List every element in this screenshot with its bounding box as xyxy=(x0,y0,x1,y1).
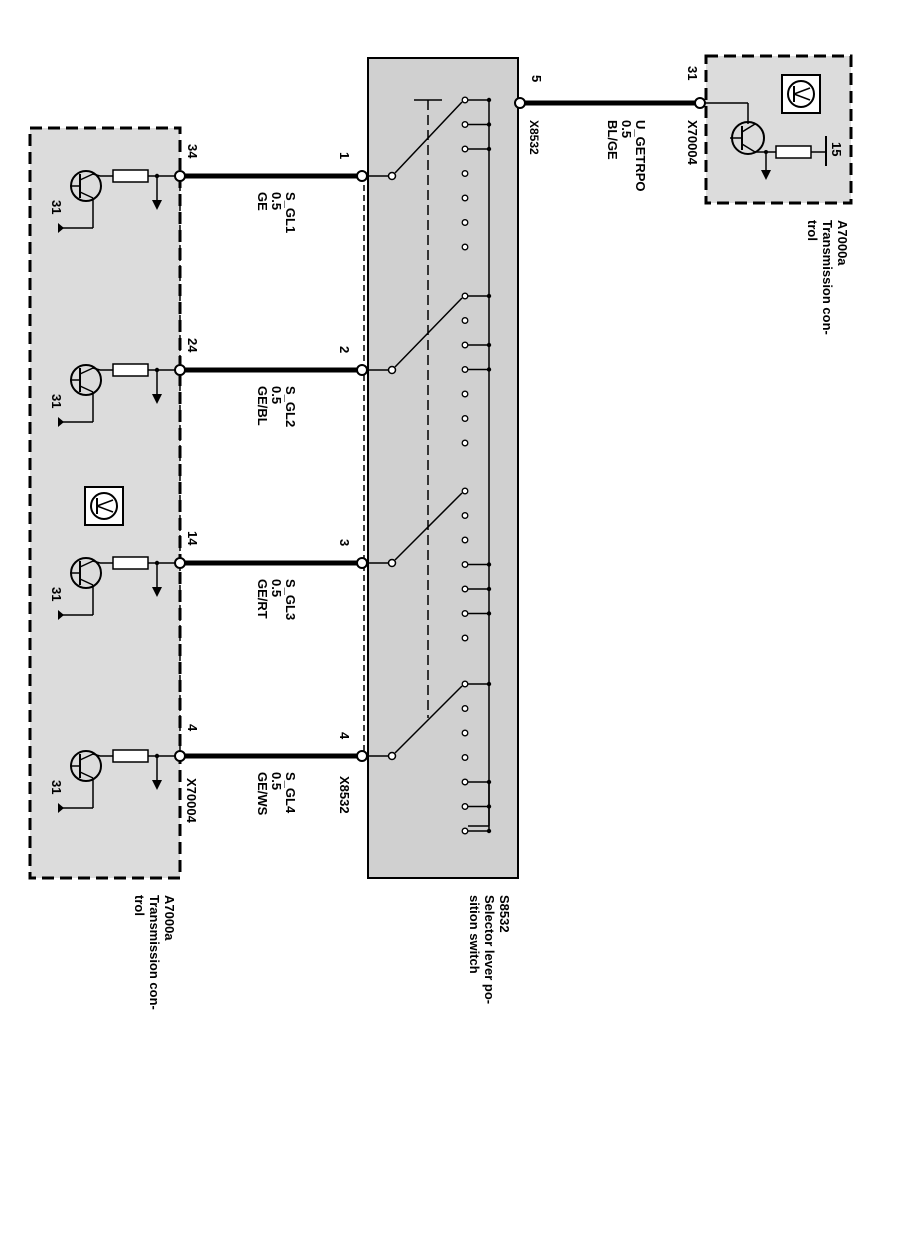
switch-pin-5-label: 5 xyxy=(529,75,544,82)
right-module-supply-pin: 15 xyxy=(829,142,844,156)
switch-terminal xyxy=(356,170,368,182)
switch-id: S8532 xyxy=(497,895,512,933)
wire-gauge-label: 0.5 xyxy=(269,579,284,597)
switch-terminal xyxy=(356,557,368,569)
driver-transistor-2: 31 xyxy=(49,363,175,427)
module-pin-label: 14 xyxy=(185,531,200,546)
right-module-connector-label: X70004 xyxy=(685,120,700,166)
left-drivers-layer: 31 31 31 31 xyxy=(49,169,175,813)
wire-color-label: GE xyxy=(255,192,270,211)
right-module-name-1: Transmission con- xyxy=(820,220,835,335)
switch-contacts-layer xyxy=(366,96,492,835)
left-connector-label: X70004 xyxy=(184,778,199,824)
switch-terminal xyxy=(356,364,368,376)
left-module-electronics-symbol xyxy=(84,486,124,526)
right-wire-color: BL/GE xyxy=(605,120,620,160)
module-terminal xyxy=(174,557,186,569)
right-module-pin-31-terminal xyxy=(694,97,706,109)
right-module-name-2: trol xyxy=(805,220,820,241)
module-pin-label: 24 xyxy=(185,338,200,353)
wire-color-label: GE/RT xyxy=(255,579,270,619)
switch-contact-group-3 xyxy=(366,487,492,686)
right-module-id: A7000a xyxy=(835,220,850,266)
switch-contact-group-1 xyxy=(366,96,492,295)
ground-label: 31 xyxy=(49,780,64,794)
switch-pin-label: 4 xyxy=(337,732,352,740)
switch-name-1: Selector lever po- xyxy=(482,895,497,1004)
driver-transistor-1: 31 xyxy=(49,169,175,233)
switch-terminal xyxy=(356,750,368,762)
driver-transistor-3: 31 xyxy=(49,556,175,620)
wire-signal-label: S_GL3 xyxy=(283,579,298,620)
ground-label: 31 xyxy=(49,394,64,408)
module-terminal xyxy=(174,170,186,182)
switch-contact-group-4 xyxy=(366,680,492,835)
wire-color-label: GE/WS xyxy=(255,772,270,816)
switch-name-2: sition switch xyxy=(467,895,482,974)
wire-gauge-label: 0.5 xyxy=(269,386,284,404)
wire-signal-label: S_GL2 xyxy=(283,386,298,427)
driver-transistor-4: 31 xyxy=(49,749,175,813)
module-pin-label: 34 xyxy=(185,144,200,159)
module-pin-label: 4 xyxy=(185,724,200,732)
switch-pin-label: 3 xyxy=(337,539,352,546)
module-terminal xyxy=(174,750,186,762)
switch-pin-label: 1 xyxy=(337,152,352,159)
switch-contact-group-2 xyxy=(366,292,492,491)
switch-connector-right-label: X8532 xyxy=(527,120,541,155)
wire-gauge-label: 0.5 xyxy=(269,772,284,790)
right-module-transistor xyxy=(705,102,827,180)
right-module-electronics-symbol xyxy=(781,74,821,114)
wire-color-label: GE/BL xyxy=(255,386,270,426)
module-terminal xyxy=(174,364,186,376)
wire-gauge-label: 0.5 xyxy=(269,192,284,210)
switch-pin-label: 2 xyxy=(337,346,352,353)
right-module-pin-label: 31 xyxy=(685,66,700,80)
right-wire-gauge: 0.5 xyxy=(619,120,634,138)
wire-signal-label: S_GL4 xyxy=(283,772,298,814)
ground-label: 31 xyxy=(49,200,64,214)
ground-label: 31 xyxy=(49,587,64,601)
left-module-id: A7000a xyxy=(162,895,177,941)
wire-signal-label: S_GL1 xyxy=(283,192,298,233)
left-module-name-1: Transmission con- xyxy=(147,895,162,1010)
switch-pin-5-terminal xyxy=(514,97,526,109)
switch-box xyxy=(367,57,519,879)
switch-connector-label: X8532 xyxy=(337,776,352,814)
right-module-box xyxy=(704,54,853,205)
right-wire-signal: U_GETRPO xyxy=(633,120,648,192)
left-module-name-2: trol xyxy=(132,895,147,916)
